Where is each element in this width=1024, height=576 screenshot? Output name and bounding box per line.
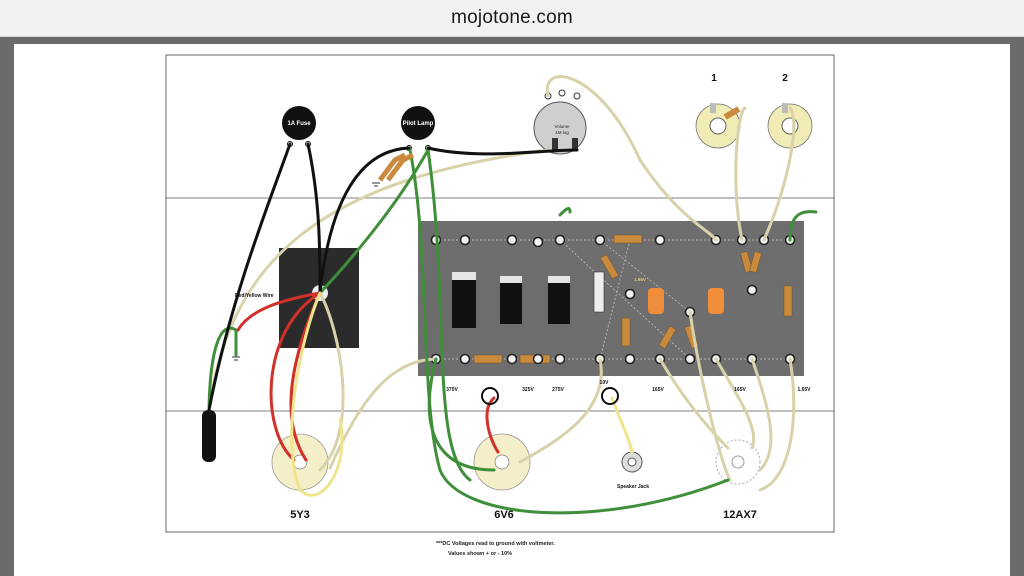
tube-12ax7-label: 12AX7 [723,509,757,521]
speaker-jack-label: Speaker Jack [617,484,649,490]
voltage-reading: 1.65V [797,387,811,393]
browser-address-bar[interactable]: mojotone.com [0,0,1024,37]
input-jack-1 [695,103,741,149]
lamp-resistor-1 [378,152,407,182]
coupling-capacitor-1 [648,288,664,314]
jack-1-label: 1 [711,73,717,84]
volume-sub-label: 1M log [555,130,569,135]
voltage-reading-mid: 1.65V [634,277,646,282]
bypass-capacitor [593,271,605,313]
coupling-capacitor-2 [708,288,724,314]
voltage-reading: 325V [522,387,534,393]
voltage-reading: 19V [600,380,610,386]
cream-wires [207,75,796,492]
voltage-readings: 370V 325V 275V 19V 165V 165V 1.65V [446,380,811,393]
tube-6v6-label: 6V6 [494,509,514,521]
turret-board [418,221,804,376]
ground-symbol-1 [232,356,240,361]
filter-capacitor-2 [500,276,522,324]
power-cord-strain-relief [202,410,216,462]
fuse-label: 1A Fuse [287,121,311,127]
filter-capacitor-1 [452,272,476,328]
url-text[interactable]: mojotone.com [451,7,573,28]
volume-label: Volume [554,124,570,129]
tube-5y3-label: 5Y3 [290,509,310,521]
red-yellow-wire-label: Red/Yellow Wire [235,293,274,299]
filter-capacitor-3 [548,276,570,324]
voltage-reading: 370V [446,387,458,393]
voltage-reading: 275V [552,387,564,393]
green-wires [207,148,818,515]
ground-symbol-2 [372,182,380,187]
footnote-line-2: Values shown + or - 10% [448,551,513,557]
board-traces [436,239,790,360]
pilot-lamp-label: Pilot Lamp [403,121,434,127]
voltage-reading: 165V [652,387,664,393]
ground-loop-6v6 [481,387,499,405]
ground-loop-speaker [601,387,619,405]
lamp-resistor-2 [386,152,415,182]
tube-socket-6v6 [473,433,531,491]
speaker-jack [621,451,643,473]
footnote-line-1: ***DC Voltages read to ground with voltm… [436,541,555,547]
black-wires [207,142,579,412]
voltage-reading: 165V [734,387,746,393]
jack-2-label: 2 [782,73,788,84]
